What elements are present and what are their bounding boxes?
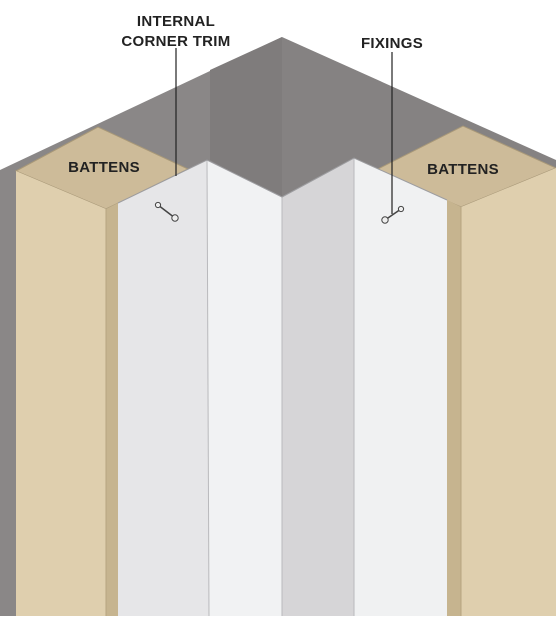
trim-left-face — [207, 160, 282, 616]
trim-left-flange-face — [118, 160, 209, 616]
left-batten-side — [106, 203, 118, 616]
internal-corner-trim — [117, 157, 448, 617]
trim-right-face — [282, 158, 354, 616]
label-internal-corner-trim-1: INTERNAL — [137, 13, 215, 30]
label-fixings: FIXINGS — [361, 35, 423, 52]
left-batten — [14, 126, 190, 616]
left-batten-front — [16, 171, 106, 616]
label-battens-left: BATTENS — [68, 159, 140, 176]
fixing-right — [381, 205, 405, 224]
right-batten-front — [461, 168, 556, 616]
corner-shadow — [210, 37, 282, 200]
label-internal-corner-trim-2: CORNER TRIM — [121, 33, 230, 50]
trim-right-flange — [354, 158, 447, 616]
fixing-left — [154, 201, 179, 222]
label-battens-right: BATTENS — [427, 161, 499, 178]
right-batten-side — [447, 200, 461, 616]
